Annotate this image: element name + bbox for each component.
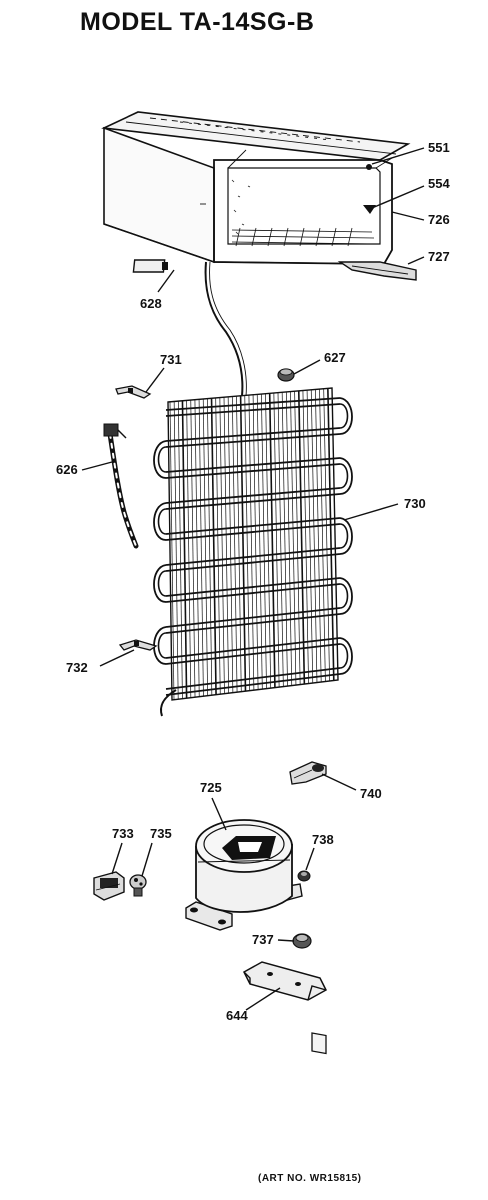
part-label-731: 731 [160, 352, 182, 367]
page-title: MODEL TA-14SG-B [80, 8, 315, 36]
part-label-738: 738 [312, 832, 334, 847]
condenser-coil-730 [153, 387, 353, 717]
part-label-737: 737 [252, 932, 274, 947]
part-label-727: 727 [428, 249, 450, 264]
part-label-733: 733 [112, 826, 134, 841]
art-number: (ART NO. WR15815) [258, 1173, 362, 1184]
evaporator-box [101, 111, 411, 265]
clamp-628 [132, 259, 168, 273]
part-label-628: 628 [140, 296, 162, 311]
part-label-551: 551 [428, 140, 450, 155]
overload-733 [93, 871, 125, 901]
bracket-644 [243, 961, 327, 1055]
relay-735 [129, 874, 147, 897]
part-label-644: 644 [226, 1008, 248, 1023]
part-label-730: 730 [404, 496, 426, 511]
part-label-725: 725 [200, 780, 222, 795]
grommet-738 [297, 870, 311, 882]
bracket-727 [337, 261, 417, 281]
part-labels: 551 554 726 727 628 731 627 626 730 732 … [56, 140, 450, 1023]
part-label-735: 735 [150, 826, 172, 841]
part-label-740: 740 [360, 786, 382, 801]
grommet-627 [277, 368, 295, 382]
clip-740 [289, 761, 327, 785]
mount-737 [292, 933, 312, 949]
part-label-627: 627 [324, 350, 346, 365]
clip-732 [118, 639, 158, 651]
part-label-626: 626 [56, 462, 78, 477]
part-label-726: 726 [428, 212, 450, 227]
part-label-554: 554 [428, 176, 450, 191]
compressor-725 [185, 819, 303, 931]
heater-wire-626 [103, 423, 139, 549]
leader-lines [81, 147, 425, 1011]
part-label-732: 732 [66, 660, 88, 675]
clip-731 [115, 385, 152, 399]
